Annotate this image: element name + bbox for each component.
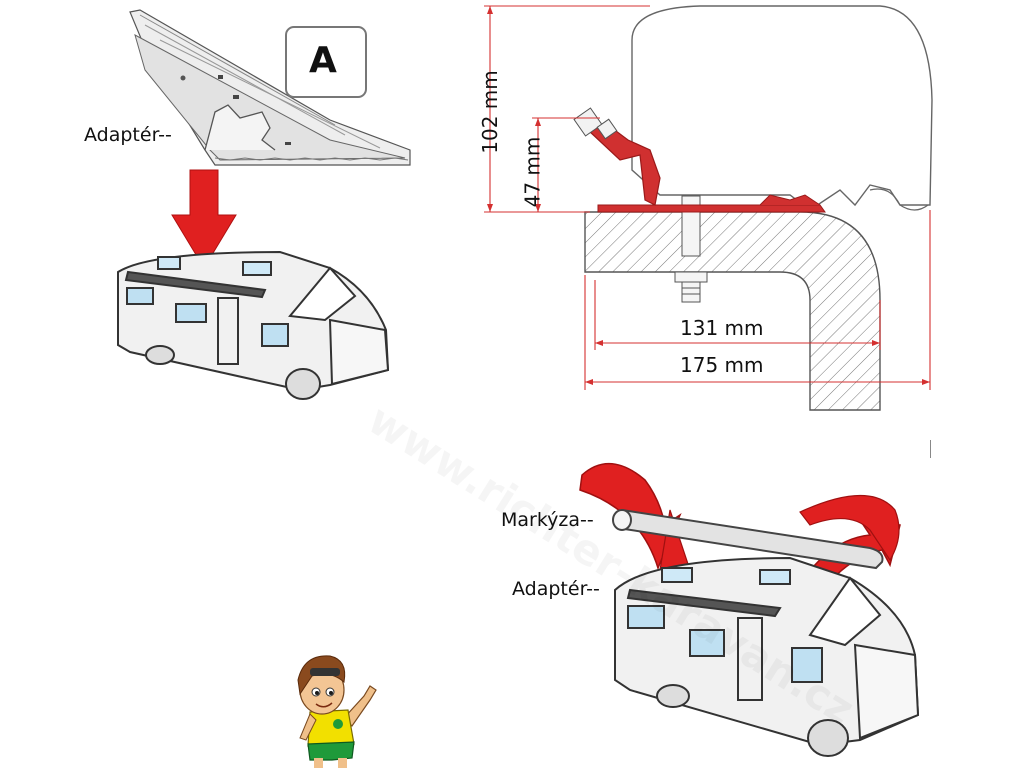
markyza-label: Markýza-- bbox=[501, 509, 594, 531]
mascot-boy-illustration bbox=[297, 655, 377, 768]
camper-van-top bbox=[117, 250, 390, 400]
adapter-label-bottom: Adaptér-- bbox=[512, 578, 600, 600]
adapter-profile-illustration bbox=[117, 9, 411, 400]
cross-section-diagram bbox=[484, 5, 933, 411]
dimension-131mm: 131 mm bbox=[680, 316, 764, 340]
box-letter-a: A bbox=[309, 40, 337, 81]
camper-van-bottom bbox=[614, 556, 920, 757]
divider-tick bbox=[930, 440, 931, 458]
dimension-102mm: 102 mm bbox=[477, 70, 502, 154]
awning-tube bbox=[612, 508, 884, 570]
awning-mounting-illustration bbox=[579, 462, 920, 757]
adapter-label-top: Adaptér-- bbox=[84, 124, 172, 146]
dimension-47mm: 47 mm bbox=[520, 136, 545, 208]
dimension-175mm: 175 mm bbox=[680, 353, 764, 377]
